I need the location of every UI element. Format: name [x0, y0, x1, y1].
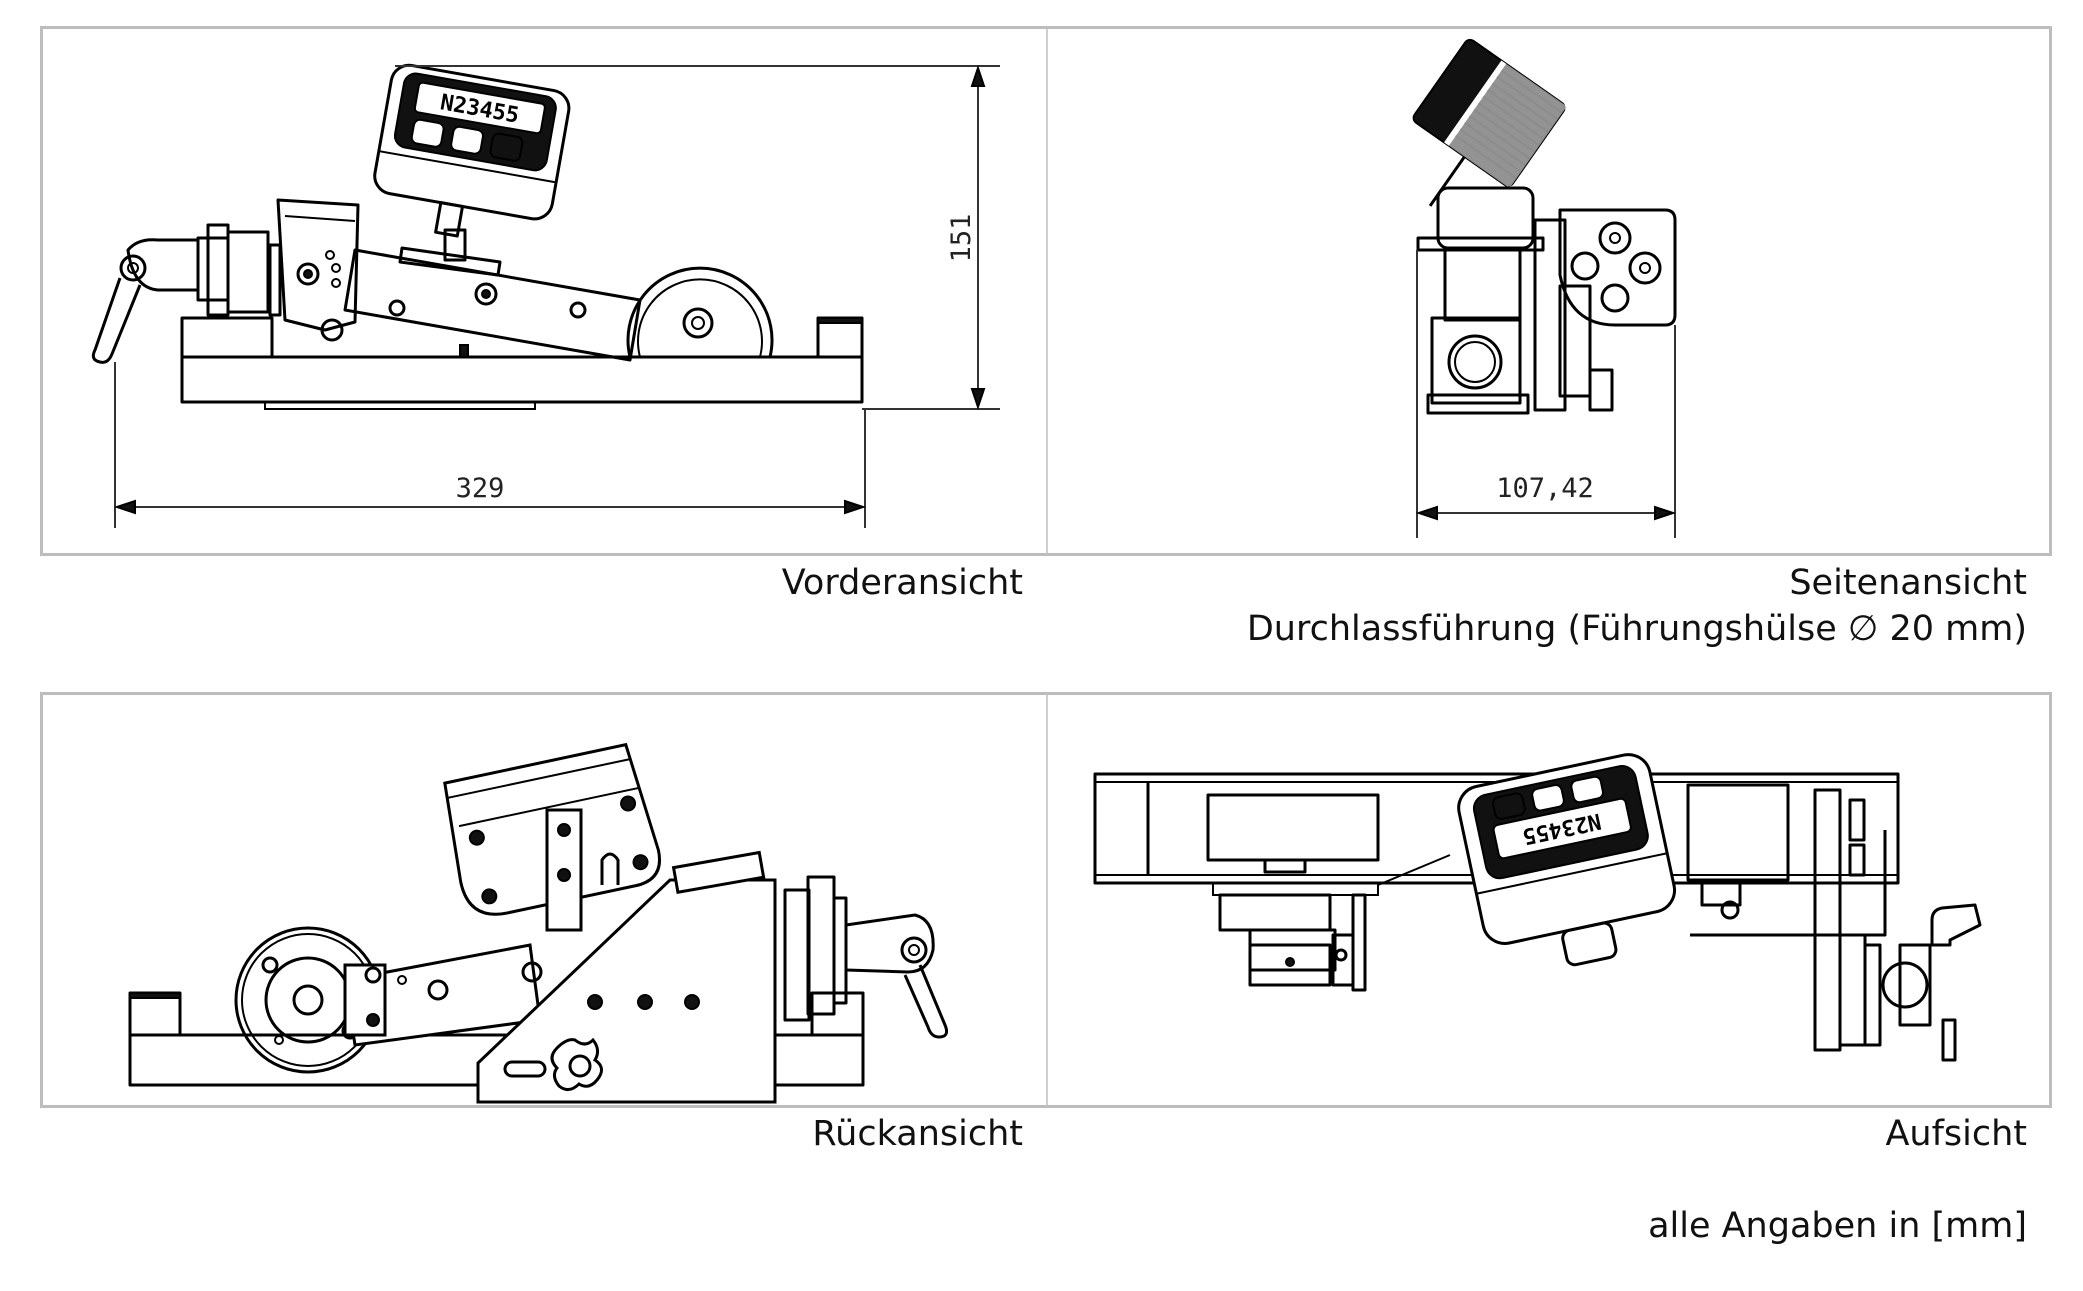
caption-side-view-detail: Durchlassführung (Führungshülse ∅ 20 mm) — [1246, 609, 2027, 649]
front-width-dimension: 329 — [456, 473, 505, 504]
display-unit-icon: N23455 — [373, 63, 571, 238]
front-view-base-plate — [180, 316, 864, 410]
caption-top-view: Aufsicht — [1885, 1114, 2027, 1154]
measuring-wheel-icon — [626, 266, 774, 358]
side-view-dimensions — [1415, 250, 1677, 538]
back-view-drawing — [128, 742, 948, 1104]
caption-back-view: Rückansicht — [812, 1114, 1023, 1154]
side-view-drawing — [1412, 38, 1677, 415]
top-view-drawing: N23455 — [1093, 753, 1982, 1062]
side-width-dimension: 107,42 — [1496, 473, 1594, 504]
panel-divider — [1046, 29, 1048, 553]
display-unit-icon: N23455 — [1457, 753, 1677, 967]
dimension-arrow-icon — [970, 64, 986, 87]
front-view-arm — [276, 198, 642, 362]
side-view-display-unit — [1412, 38, 1567, 207]
panel-top-row — [40, 26, 2052, 556]
caption-front-view: Vorderansicht — [781, 563, 1023, 603]
star-knob-icon — [503, 1037, 603, 1091]
front-view-dimensions — [113, 64, 1000, 528]
panel-divider — [1046, 695, 1048, 1105]
caption-side-view: Seitenansicht — [1789, 563, 2027, 603]
clamp-lever-icon — [91, 223, 282, 364]
units-footnote: alle Angaben in [mm] — [1648, 1206, 2027, 1246]
clamp-lever-icon — [1930, 903, 1982, 947]
front-height-dimension: 151 — [946, 214, 977, 263]
clamp-lever-icon — [844, 913, 948, 1039]
